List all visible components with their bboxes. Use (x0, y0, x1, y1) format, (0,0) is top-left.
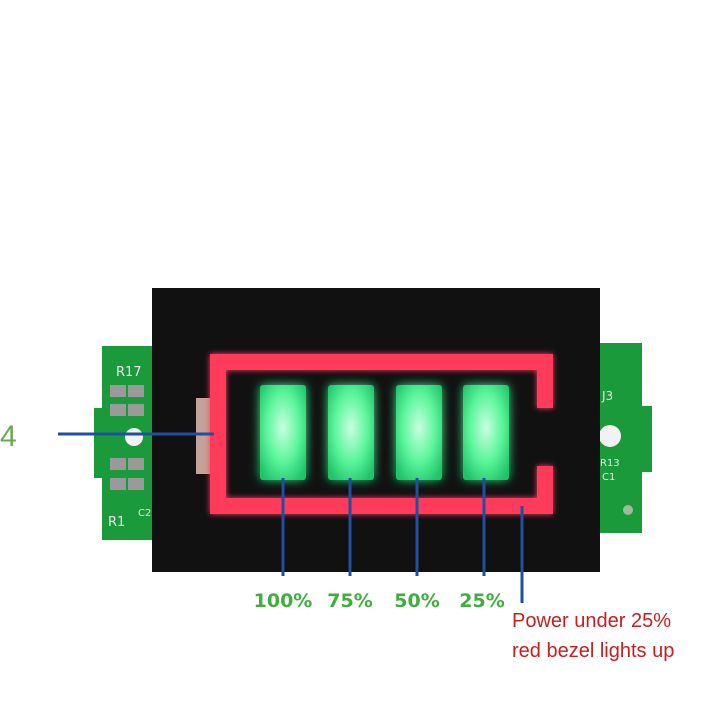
pointer-lines (58, 432, 524, 603)
callout-left-label: 4 (0, 420, 17, 453)
resistor-pad (110, 404, 126, 416)
resistor-pad (128, 458, 144, 470)
pcb-label-c1: C1 (602, 472, 615, 483)
pcb-label-r1: R1 (108, 515, 125, 530)
note-line-1: Power under 25% (512, 610, 671, 632)
right-pcb: J3 R13 C1 (596, 343, 652, 533)
segment-25 (463, 385, 509, 480)
mounting-hole (599, 425, 621, 447)
resistor-pad (128, 385, 144, 397)
left-pcb: R17 R1 C2 (94, 346, 155, 540)
solder-pad (623, 505, 633, 515)
level-label-50: 50% (394, 590, 439, 612)
red-bezel (210, 354, 553, 514)
level-label-100: 100% (254, 590, 313, 612)
segment-75 (328, 385, 374, 480)
resistor-pad (110, 385, 126, 397)
module-body (152, 288, 600, 572)
segment-50 (396, 385, 442, 480)
pcb-label-j3: J3 (601, 389, 613, 403)
segment-100 (260, 385, 306, 480)
resistor-pad (128, 478, 144, 490)
note-line-2: red bezel lights up (512, 640, 674, 662)
mounting-hole (125, 428, 143, 446)
pcb-label-r13: R13 (600, 458, 620, 469)
level-segments (260, 385, 509, 480)
pcb-label-c2: C2 (138, 508, 151, 519)
resistor-pad (128, 404, 144, 416)
level-label-25: 25% (459, 590, 504, 612)
level-label-75: 75% (327, 590, 372, 612)
resistor-pad (110, 478, 126, 490)
resistor-pad (110, 458, 126, 470)
pcb-label-r17: R17 (116, 365, 142, 380)
